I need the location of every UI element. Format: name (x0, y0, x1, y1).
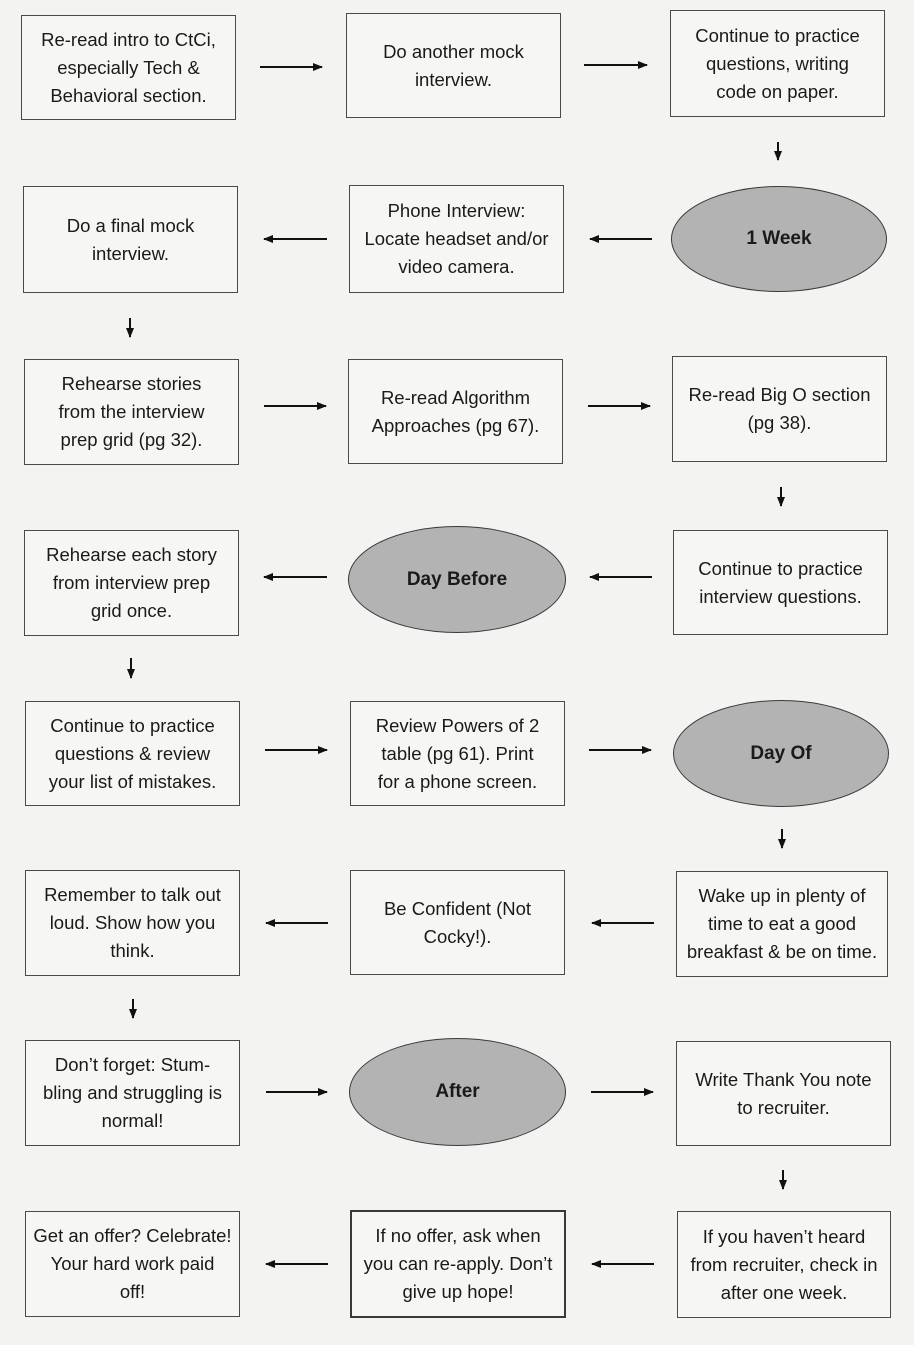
step-practice-interview-questions: Continue to practice interview questions… (673, 530, 888, 635)
step-review-powers-of-2: Review Powers of 2 table (pg 61). Print … (350, 701, 565, 806)
milestone-1-week: 1 Week (671, 186, 887, 292)
step-rehearse-each-story: Rehearse each story from interview prep … (24, 530, 239, 636)
step-text: Get an offer? Celebrate! Your hard work … (33, 1225, 232, 1302)
step-text: Do another mock interview. (383, 40, 524, 90)
step-another-mock-interview: Do another mock interview. (346, 13, 561, 118)
step-no-offer-reapply: If no offer, ask when you can re-apply. … (350, 1210, 566, 1318)
milestone-day-before: Day Before (348, 526, 566, 633)
step-text: Rehearse stories from the interview prep… (58, 373, 205, 450)
step-reread-intro: Re-read intro to CtCi, especially Tech &… (21, 15, 236, 120)
step-be-confident: Be Confident (Not Cocky!). (350, 870, 565, 975)
step-text: Remember to talk out loud. Show how you … (44, 884, 221, 961)
step-wake-up-early: Wake up in plenty of time to eat a good … (676, 871, 888, 977)
step-text: Rehearse each story from interview prep … (46, 544, 217, 621)
milestone-label: After (435, 1081, 480, 1102)
step-text: Continue to practice questions & review … (48, 714, 217, 792)
step-text: Wake up in plenty of time to eat a good … (686, 885, 878, 962)
milestone-label: 1 Week (746, 228, 812, 249)
step-rehearse-stories: Rehearse stories from the interview prep… (24, 359, 239, 465)
step-talk-out-loud: Remember to talk out loud. Show how you … (25, 870, 240, 976)
step-text: Continue to practice questions, writing … (695, 24, 860, 102)
step-text: Re-read Big O section (pg 38). (688, 384, 871, 433)
step-text: Phone Interview: Locate headset and/or v… (364, 200, 549, 277)
step-text: If you haven’t heard from recruiter, che… (690, 1225, 878, 1303)
step-celebrate-offer: Get an offer? Celebrate! Your hard work … (25, 1211, 240, 1317)
step-check-in-recruiter: If you haven’t heard from recruiter, che… (677, 1211, 891, 1318)
step-final-mock-interview: Do a final mock interview. (23, 186, 238, 293)
step-reread-big-o: Re-read Big O section (pg 38). (672, 356, 887, 462)
step-text: Review Powers of 2 table (pg 61). Print … (375, 714, 540, 792)
step-review-mistakes: Continue to practice questions & review … (25, 701, 240, 806)
step-struggling-is-normal: Don’t forget: Stum- bling and struggling… (25, 1040, 240, 1146)
step-text: Be Confident (Not Cocky!). (383, 897, 532, 947)
step-text: Continue to practice interview questions… (698, 557, 863, 607)
step-text: Write Thank You note to recruiter. (695, 1068, 872, 1118)
milestone-label: Day Of (750, 742, 812, 764)
step-text: If no offer, ask when you can re-apply. … (363, 1225, 553, 1302)
step-thank-you-note: Write Thank You note to recruiter. (676, 1041, 891, 1146)
step-reread-algorithm-approaches: Re-read Algorithm Approaches (pg 67). (348, 359, 563, 464)
step-text: Don’t forget: Stum- bling and struggling… (43, 1054, 222, 1131)
step-practice-code-on-paper: Continue to practice questions, writing … (670, 10, 885, 117)
step-phone-interview-prep: Phone Interview: Locate headset and/or v… (349, 185, 564, 293)
milestone-label: Day Before (406, 568, 508, 590)
step-text: Do a final mock interview. (66, 214, 195, 264)
step-text: Re-read intro to CtCi, especially Tech &… (41, 28, 216, 106)
step-text: Re-read Algorithm Approaches (pg 67). (371, 386, 540, 436)
milestone-day-of: Day Of (673, 700, 889, 807)
milestone-after: After (349, 1038, 566, 1146)
